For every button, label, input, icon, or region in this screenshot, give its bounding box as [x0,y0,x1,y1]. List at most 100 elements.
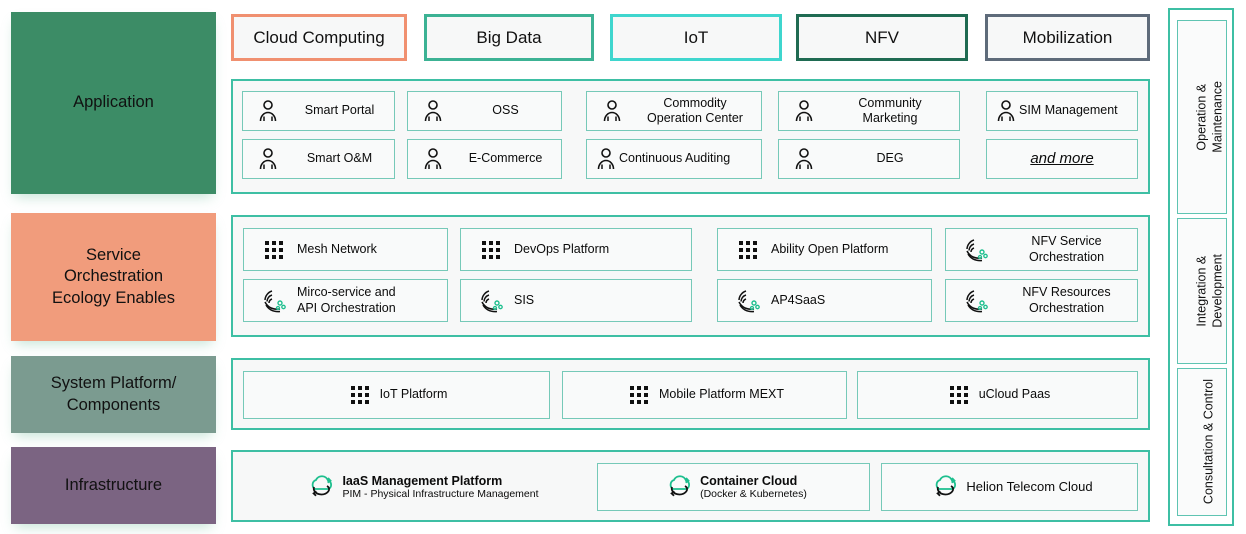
orchestration-icon [956,238,996,262]
service-item-nfv-service-orchestration[interactable]: NFV Service Orchestration [945,228,1138,271]
infra-item-container-cloud[interactable]: Container Cloud (Docker & Kubernetes) [597,463,870,511]
tier-label-service-line-2: Orchestration [63,267,164,286]
service-item-devops-platform[interactable]: DevOps Platform [460,228,692,271]
app-item-smart-oam[interactable]: Smart O&M [242,139,395,179]
service-item-sis-label: SIS [514,292,535,307]
infra-item-iaas-management-platform-title: IaaS Management Platform [342,473,503,488]
orchestration-icon [471,289,511,313]
system-item-ucloud-paas[interactable]: uCloud Paas [857,371,1138,419]
service-item-ability-open-platform[interactable]: Ability Open Platform [717,228,932,271]
service-item-ap4saas[interactable]: AP4SaaS [717,279,932,322]
rail-item-operation-maintenance-line-2: Maintenance [1209,81,1224,153]
cloud-sync-icon [660,474,700,500]
right-rail: Operation & Maintenance Integration & De… [1168,8,1234,526]
service-item-nfv-service-orchestration-label-line-1: NFV Service [1031,234,1102,249]
category-chip-iot[interactable]: IoT [610,14,782,61]
grid-dots-icon [728,240,768,260]
app-item-and-more[interactable]: and more [986,139,1138,179]
cloud-sync-icon [302,474,342,500]
category-chip-big-data[interactable]: Big Data [424,14,594,61]
app-item-community-marketing[interactable]: Community Marketing [778,91,960,131]
category-chip-mobilization-label: Mobilization [1022,27,1113,47]
app-item-deg-label: DEG [876,151,904,166]
person-icon [593,148,619,170]
category-chip-cloud-computing[interactable]: Cloud Computing [231,14,407,61]
app-item-sim-management[interactable]: SIM Management [986,91,1138,131]
service-item-micro-service-api-orchestration[interactable]: Mirco-service and API Orchestration [243,279,448,322]
orchestration-icon [254,289,294,313]
person-icon [595,100,629,122]
person-icon [787,148,821,170]
service-item-nfv-resources-orchestration[interactable]: NFV Resources Orchestration [945,279,1138,322]
category-chip-nfv[interactable]: NFV [796,14,968,61]
system-item-mobile-platform-mext[interactable]: Mobile Platform MEXT [562,371,847,419]
person-icon [993,100,1019,122]
infra-item-helion-telecom-cloud-title: Helion Telecom Cloud [966,478,1093,494]
app-item-smart-portal-label: Smart Portal [304,103,375,118]
grid-dots-icon [343,385,377,405]
app-item-smart-oam-label: Smart O&M [306,151,373,166]
service-item-micro-service-api-orchestration-label-line-1: Mirco-service and [297,285,396,300]
rail-item-operation-maintenance[interactable]: Operation & Maintenance [1177,20,1227,214]
tier-label-service-line-3: Ecology Enables [52,288,175,307]
category-chip-mobilization[interactable]: Mobilization [985,14,1150,61]
system-item-ucloud-paas-label: uCloud Paas [978,387,1051,402]
system-item-iot-platform[interactable]: IoT Platform [243,371,550,419]
person-icon [251,100,285,122]
app-item-oss[interactable]: OSS [407,91,562,131]
person-icon [251,148,285,170]
infra-item-container-cloud-title: Container Cloud [700,473,798,488]
tier-label-system-platform: System Platform/ Components [11,356,216,433]
category-chip-iot-label: IoT [683,27,709,47]
system-item-iot-platform-label: IoT Platform [379,387,448,402]
service-item-mesh-network[interactable]: Mesh Network [243,228,448,271]
service-item-ability-open-platform-label: Ability Open Platform [771,241,889,256]
rail-item-consultation-control[interactable]: Consultation & Control [1177,368,1227,516]
grid-dots-icon [254,240,294,260]
app-item-sim-management-label: SIM Management [1019,103,1118,118]
system-item-mobile-platform-mext-label: Mobile Platform MEXT [658,387,785,402]
tier-label-application: Application [11,12,216,194]
grid-dots-icon [622,385,656,405]
person-icon [787,100,821,122]
infra-item-container-cloud-subtitle: (Docker & Kubernetes) [700,487,807,500]
tier-label-infrastructure-line-1: Infrastructure [64,475,163,494]
service-item-nfv-service-orchestration-label-line-2: Orchestration [1028,249,1105,264]
infrastructure-panel: IaaS Management Platform PIM - Physical … [231,450,1150,522]
app-item-e-commerce[interactable]: E-Commerce [407,139,562,179]
cloud-sync-icon [926,474,966,500]
service-item-devops-platform-label: DevOps Platform [514,241,610,256]
app-item-continuous-auditing[interactable]: Continuous Auditing [586,139,762,179]
app-item-and-more-label: and more [1030,149,1094,167]
app-item-continuous-auditing-label: Continuous Auditing [619,151,731,166]
orchestration-icon [956,289,996,313]
tier-label-infrastructure: Infrastructure [11,447,216,524]
app-item-oss-label: OSS [492,103,519,118]
service-item-nfv-resources-orchestration-label-line-2: Orchestration [1028,300,1105,315]
category-chip-nfv-label: NFV [865,27,899,47]
infra-item-helion-telecom-cloud[interactable]: Helion Telecom Cloud [881,463,1138,511]
service-item-sis[interactable]: SIS [460,279,692,322]
app-item-e-commerce-label: E-Commerce [468,151,543,166]
service-item-micro-service-api-orchestration-label-line-2: API Orchestration [297,300,396,315]
service-item-nfv-resources-orchestration-label-line-1: NFV Resources [1022,285,1111,300]
app-item-smart-portal[interactable]: Smart Portal [242,91,395,131]
service-item-ap4saas-label: AP4SaaS [771,292,826,307]
app-item-commodity-operation-center[interactable]: Commodity Operation Center [586,91,762,131]
rail-item-integration-development-line-1: Integration & [1194,255,1209,327]
service-orchestration-panel: Mesh Network DevOps Platform Ability [231,215,1150,337]
tier-label-system-line-1: System Platform/ [50,374,177,393]
grid-dots-icon [471,240,511,260]
app-item-community-marketing-label-line-1: Community [858,95,922,110]
service-item-mesh-network-label: Mesh Network [297,241,377,256]
app-item-commodity-operation-center-label-line-1: Commodity [663,95,727,110]
rail-item-integration-development[interactable]: Integration & Development [1177,218,1227,364]
tier-label-service-line-1: Service [85,246,141,265]
rail-item-integration-development-line-2: Development [1209,254,1224,328]
grid-dots-icon [942,385,976,405]
infra-item-iaas-management-platform[interactable]: IaaS Management Platform PIM - Physical … [243,463,598,511]
app-item-deg[interactable]: DEG [778,139,960,179]
rail-item-operation-maintenance-line-1: Operation & [1194,83,1209,151]
category-chip-cloud-computing-label: Cloud Computing [253,27,385,47]
